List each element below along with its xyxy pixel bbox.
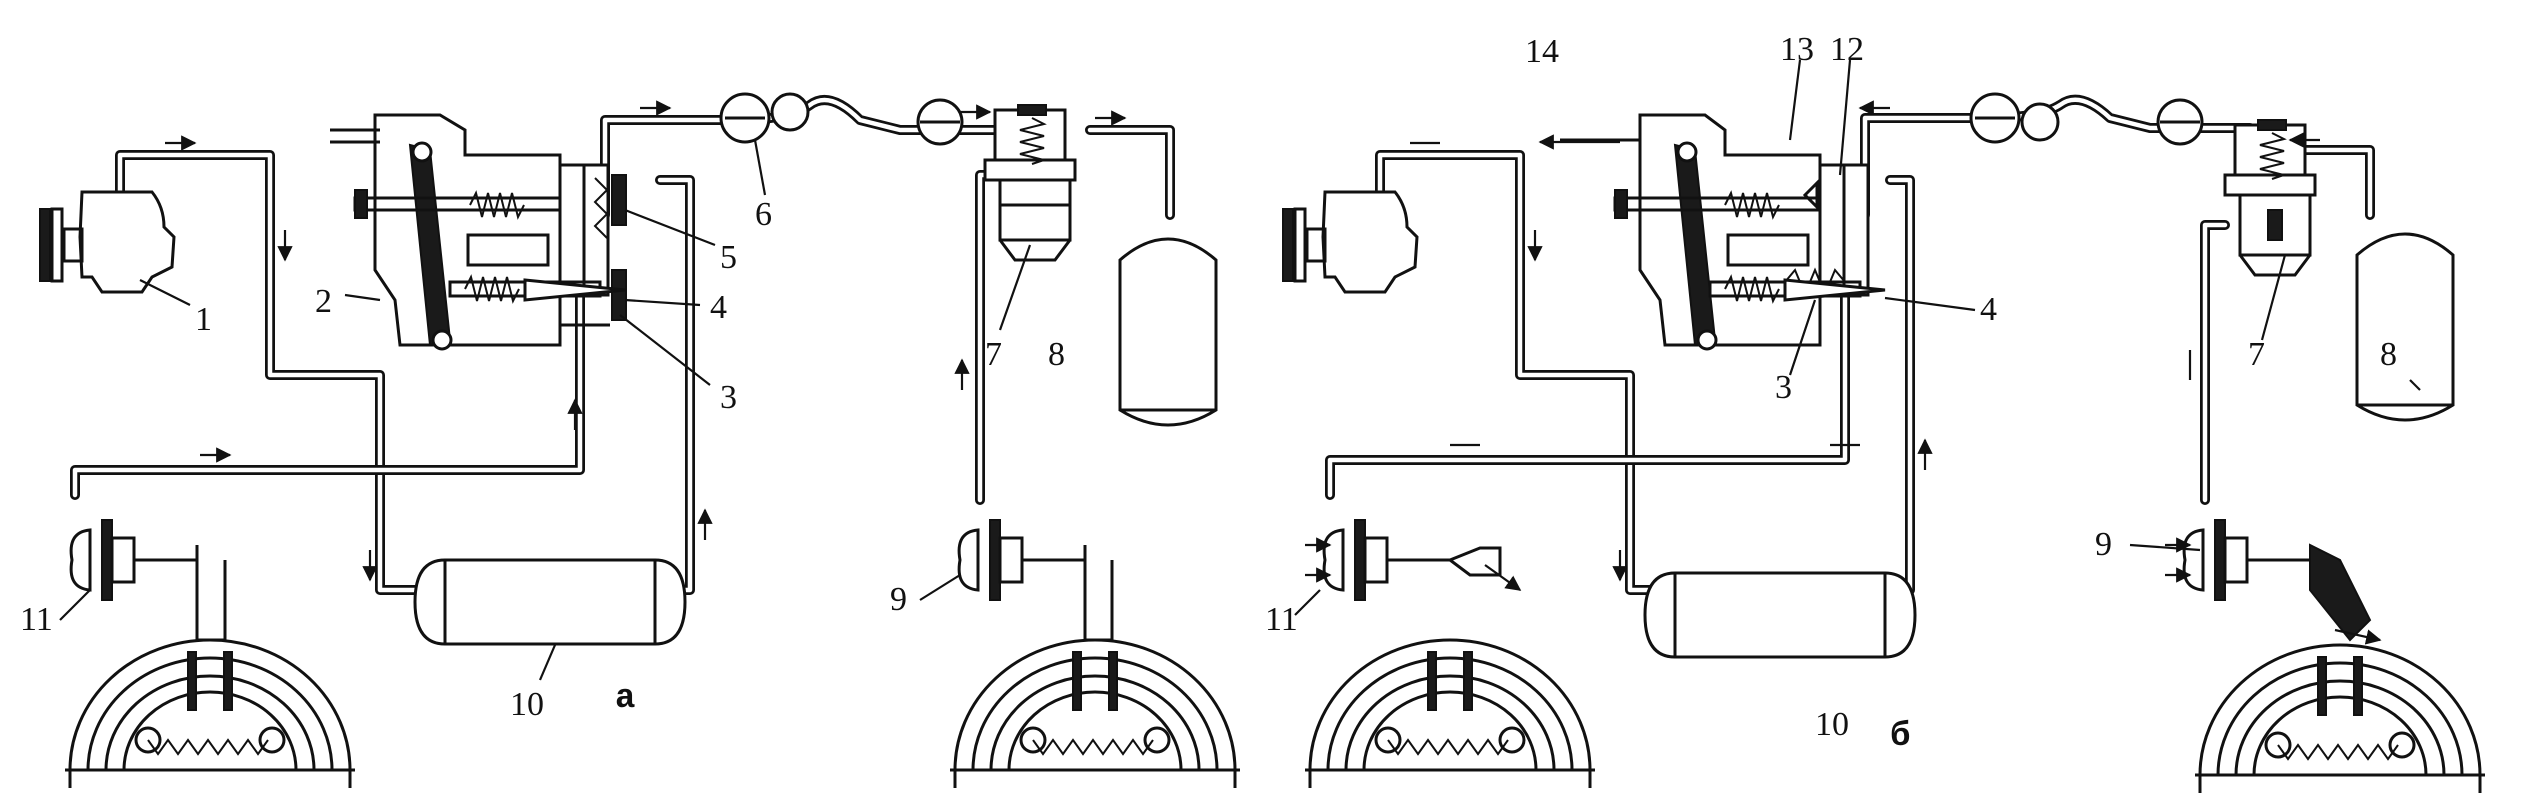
trailer-valve-7 [983,104,1077,262]
pressure-gauges-6 [719,92,964,146]
callout-a-2: 2 [315,283,332,320]
wheel-left-a [63,638,357,790]
panel-a: 1 2 3 4 5 6 7 8 9 10 11 а [20,92,1242,790]
pressure-gauges-b [1969,92,2204,146]
callout-a-11: 11 [20,601,53,638]
reservoir-8-b [2355,232,2455,422]
callout-b-7: 7 [2248,336,2265,373]
brake-valve-2 [330,113,627,351]
panel-label-b: б [1890,718,1910,756]
compressor-b [1281,190,1419,294]
brake-chamber-11-b [1322,518,1522,602]
callout-b-3: 3 [1775,369,1792,406]
reservoir-10 [413,558,687,646]
wheel-right-b [2193,643,2487,795]
callout-a-9: 9 [890,581,907,618]
callout-a-10: 10 [510,686,544,723]
callout-b-12: 12 [1830,31,1864,68]
callout-b-14: 14 [1525,33,1559,70]
panel-b: 14 13 12 4 3 7 8 9 11 10 б [1265,31,2487,795]
callout-b-11: 11 [1265,601,1298,638]
wheel-right-a [948,638,1242,790]
callout-b-10: 10 [1815,706,1849,743]
trailer-valve-7-b [2223,119,2317,277]
callout-a-5: 5 [720,239,737,276]
reservoir-10-b [1643,571,1917,659]
wheel-left-b [1303,638,1597,790]
brake-chamber-9 [957,518,1087,602]
callout-b-9: 9 [2095,526,2112,563]
callout-a-8: 8 [1048,336,1065,373]
callout-a-4: 4 [710,289,727,326]
brake-chamber-11 [69,518,199,602]
callout-b-13: 13 [1780,31,1814,68]
callout-a-7: 7 [985,336,1002,373]
callout-a-1: 1 [195,301,212,338]
panel-label-a: а [615,680,635,718]
leaders-b [1294,59,2421,616]
leaders-a [59,139,1032,681]
callout-a-3: 3 [720,379,737,416]
callout-a-6: 6 [755,196,772,233]
reservoir-8 [1118,237,1218,427]
callout-b-4: 4 [1980,291,1997,328]
callout-b-8: 8 [2380,336,2397,373]
flow-arrows-a [165,100,1127,582]
brake-valve-b [1613,113,1886,351]
flow-arrows-b [1305,100,2320,583]
compressor-1 [38,190,176,294]
brake-chamber-9-b [2182,518,2382,645]
